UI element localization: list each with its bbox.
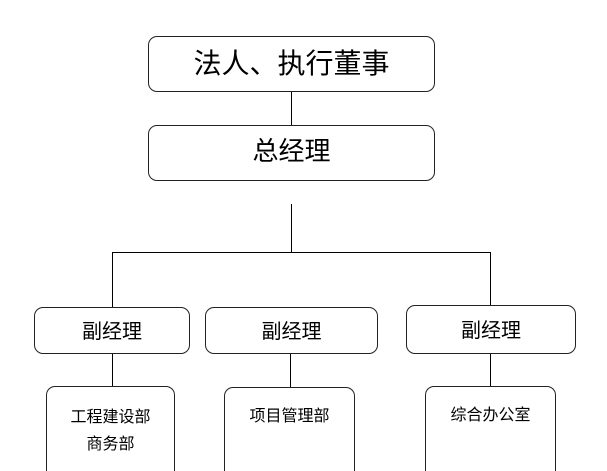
department-box-general-office: 综合办公室	[425, 386, 556, 471]
connector-to-deputy-3	[490, 252, 491, 305]
connector-top-to-gm	[291, 92, 292, 125]
connector-deputy-2-to-dept-2	[290, 354, 291, 387]
deputy-manager-label: 副经理	[461, 317, 521, 342]
department-label-project-management: 项目管理部	[249, 406, 330, 425]
connector-gm-down	[291, 204, 292, 253]
deputy-manager-box-1: 副经理	[34, 307, 190, 354]
department-label-engineering: 工程建设部	[70, 407, 151, 426]
general-manager-box: 总经理	[148, 125, 435, 181]
department-box-project-management: 项目管理部	[224, 387, 355, 471]
deputy-manager-box-2: 副经理	[205, 307, 378, 354]
department-label-general-office: 综合办公室	[450, 405, 531, 424]
connector-deputy-1-to-dept-1	[112, 354, 113, 386]
deputy-manager-label: 副经理	[261, 318, 322, 343]
legal-representative-label: 法人、执行董事	[193, 47, 390, 81]
connector-deputy-3-to-dept-3	[490, 354, 491, 386]
department-box-engineering-commerce: 工程建设部 商务部	[46, 386, 175, 471]
department-label-commerce: 商务部	[86, 434, 135, 453]
connector-to-deputy-1	[112, 252, 113, 307]
connector-deputies-bar	[112, 252, 491, 253]
deputy-manager-box-3: 副经理	[406, 305, 576, 354]
deputy-manager-label: 副经理	[82, 318, 142, 343]
legal-representative-box: 法人、执行董事	[148, 36, 435, 92]
general-manager-label: 总经理	[252, 137, 331, 168]
